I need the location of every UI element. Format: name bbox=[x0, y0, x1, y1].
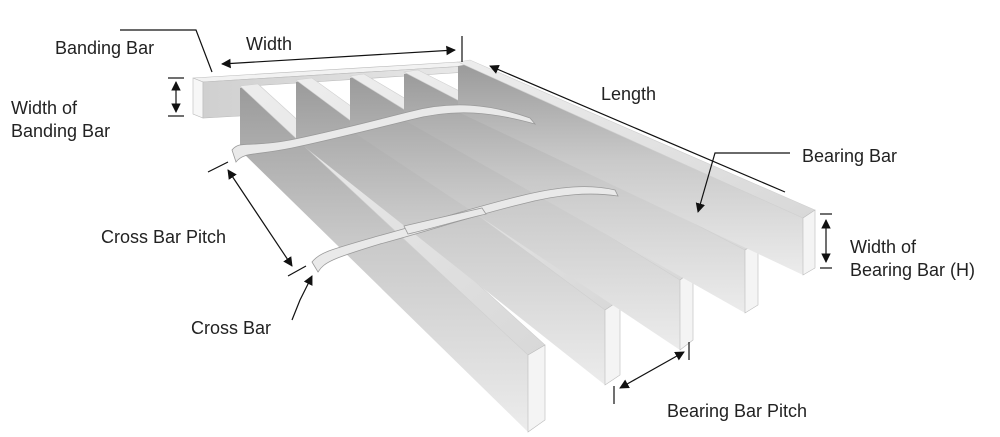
bearing-bar-5-end bbox=[802, 209, 816, 276]
bearing-bar-2-end bbox=[604, 299, 621, 386]
label-bearing-bar: Bearing Bar bbox=[802, 146, 897, 166]
label-width-of-banding-bar-line1: Width of bbox=[11, 98, 78, 118]
bearing-bar-2-side bbox=[296, 80, 620, 385]
dimension-lines bbox=[120, 29, 832, 404]
grating bbox=[192, 59, 816, 433]
cross-bar-3 bbox=[403, 207, 487, 235]
bearing-bar-1-side bbox=[240, 86, 545, 432]
bearing-bar-1-end bbox=[527, 344, 546, 433]
label-banding-bar: Banding Bar bbox=[55, 38, 154, 58]
labels: Banding Bar Width Width of Banding Bar L… bbox=[11, 34, 975, 421]
label-width-of-bearing-bar-line2: Bearing Bar (H) bbox=[850, 260, 975, 280]
bearing-bar-5-side bbox=[458, 64, 815, 275]
label-width: Width bbox=[246, 34, 292, 54]
label-cross-bar: Cross Bar bbox=[191, 318, 271, 338]
banding-bar-face bbox=[192, 77, 204, 119]
cross-bar-1 bbox=[231, 104, 537, 163]
cross-bars bbox=[231, 104, 619, 273]
label-bearing-bar-pitch: Bearing Bar Pitch bbox=[667, 401, 807, 421]
label-width-of-banding-bar-line2: Banding Bar bbox=[11, 121, 110, 141]
label-cross-bar-pitch: Cross Bar Pitch bbox=[101, 227, 226, 247]
cross-bar-2 bbox=[311, 186, 619, 273]
label-width-of-bearing-bar-line1: Width of bbox=[850, 237, 917, 257]
label-length: Length bbox=[601, 84, 656, 104]
bearing-bar-3-side bbox=[350, 76, 693, 350]
